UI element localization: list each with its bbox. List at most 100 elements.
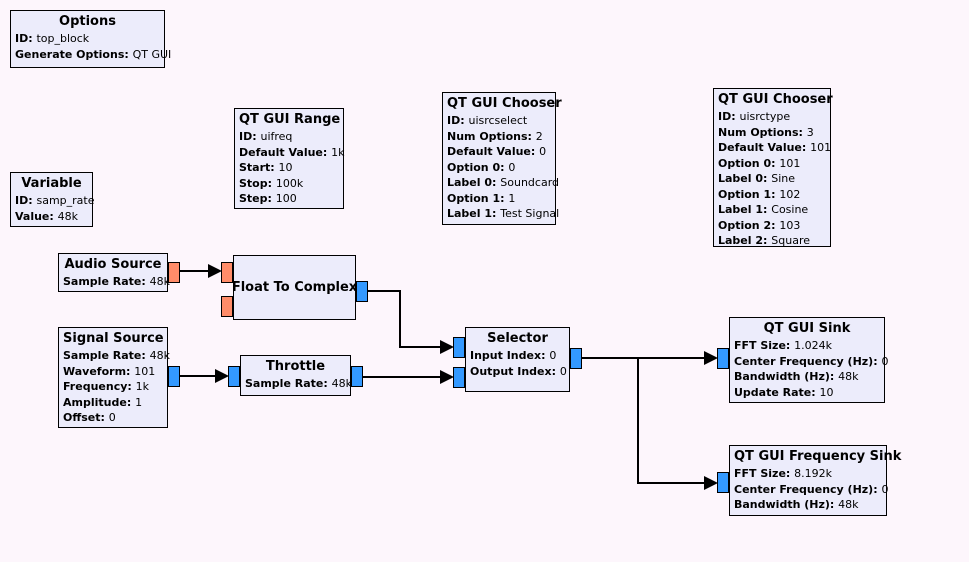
param-row: Num Options2	[447, 129, 551, 145]
block-title: Signal Source	[63, 331, 164, 346]
param-value: 1.024k	[794, 339, 833, 352]
param-label: Bandwidth (Hz)	[734, 498, 838, 511]
block-qt-gui-range[interactable]: QT GUI Range IDuifreq Default Value1k St…	[234, 108, 345, 209]
param-value: Square	[771, 234, 810, 247]
block-variable[interactable]: Variable IDsamp_rate Value48k	[10, 172, 94, 227]
port-selector-in1[interactable]	[453, 367, 465, 388]
param-label: ID	[447, 114, 468, 127]
param-row: IDuifreq	[239, 129, 339, 145]
param-value: 0	[559, 364, 567, 378]
param-row: IDuisrctype	[718, 109, 826, 125]
block-title: Throttle	[265, 359, 326, 374]
wire-selector-to-frequencysink[interactable]	[637, 482, 704, 484]
wire-selector-to-qtguisink[interactable]	[582, 357, 704, 359]
port-float-to-complex-out0[interactable]	[356, 281, 368, 302]
port-selector-in0[interactable]	[453, 337, 465, 358]
param-value: 3	[806, 125, 814, 139]
block-qt-gui-sink[interactable]: QT GUI Sink FFT Size1.024k Center Freque…	[729, 317, 889, 403]
param-label: ID	[15, 194, 36, 207]
param-value: 100	[275, 192, 297, 205]
port-qt-gui-sink-in0[interactable]	[717, 348, 729, 369]
port-selector-out0[interactable]	[570, 348, 582, 369]
param-value: 48k	[57, 209, 79, 223]
block-title: Float To Complex	[231, 279, 358, 295]
param-value: 103	[779, 218, 801, 232]
block-signal-source[interactable]: Signal Source Sample Rate48k Waveform101…	[58, 327, 170, 428]
port-float-to-complex-in0[interactable]	[221, 262, 233, 283]
param-value: 0	[549, 349, 557, 362]
wire-signalsource-to-throttle[interactable]	[179, 375, 215, 377]
port-qt-gui-frequency-sink-in0[interactable]	[717, 472, 729, 493]
param-row: FFT Size8.192k	[734, 466, 882, 482]
param-label: Center Frequency (Hz)	[734, 483, 881, 496]
arrowhead-icon	[704, 351, 718, 365]
param-row: Frequency1k	[63, 379, 163, 395]
param-row: Option 2103	[718, 218, 826, 234]
param-value: samp_rate	[36, 194, 95, 207]
param-value: 0	[881, 354, 889, 368]
block-title: Selector	[487, 331, 548, 346]
param-value: Test Signal	[500, 207, 560, 220]
block-title: QT GUI Sink	[763, 321, 851, 336]
block-audio-source[interactable]: Audio Source Sample Rate48k	[58, 253, 170, 292]
port-throttle-in0[interactable]	[228, 366, 240, 387]
wire-floattocomplex-to-selector[interactable]	[368, 290, 401, 292]
param-value: QT GUI	[132, 47, 172, 61]
param-row: Sample Rate48k	[63, 348, 170, 364]
param-value: 8.192k	[794, 467, 833, 480]
param-row: IDtop_block	[15, 31, 160, 47]
wire-selector-to-frequencysink[interactable]	[637, 357, 639, 484]
block-float-to-complex[interactable]: Float To Complex	[231, 255, 358, 320]
param-row: Stop100k	[239, 176, 339, 192]
param-label: Label 0	[447, 176, 500, 189]
param-value: Soundcard	[500, 176, 560, 189]
arrowhead-icon	[440, 340, 454, 354]
param-row: Sample Rate48k	[245, 376, 352, 392]
param-label: Amplitude	[63, 396, 135, 409]
block-options[interactable]: Options IDtop_block Generate OptionsQT G…	[10, 10, 171, 68]
param-value: 101	[134, 364, 156, 378]
port-float-to-complex-in1[interactable]	[221, 296, 233, 317]
param-value: 48k	[838, 498, 859, 511]
block-qt-gui-chooser-src[interactable]: QT GUI Chooser IDuisrcselect Num Options…	[442, 92, 562, 225]
param-label: Generate Options	[15, 48, 133, 61]
param-row: Center Frequency (Hz)0	[734, 482, 888, 498]
param-label: Stop	[239, 177, 276, 190]
wire-audio-to-floattocomplex[interactable]	[179, 270, 208, 272]
block-selector[interactable]: Selector Input Index0 Output Index0	[465, 327, 570, 392]
param-row: Update Rate10	[734, 385, 880, 401]
block-throttle[interactable]: Throttle Sample Rate48k	[240, 355, 352, 396]
param-label: Option 2	[718, 219, 779, 232]
wire-floattocomplex-to-selector[interactable]	[399, 346, 440, 348]
param-value: 1	[508, 191, 516, 205]
param-row: Default Value0	[447, 144, 551, 160]
param-row: Bandwidth (Hz)48k	[734, 497, 882, 513]
param-value: top_block	[36, 32, 90, 45]
param-row: Default Value101	[718, 140, 831, 156]
param-row: Start10	[239, 160, 339, 176]
param-row: IDuisrcselect	[447, 113, 551, 129]
param-value: 48k	[331, 377, 352, 390]
param-label: Start	[239, 161, 279, 174]
port-throttle-out0[interactable]	[351, 366, 363, 387]
param-row: Default Value1k	[239, 145, 345, 161]
param-label: Num Options	[447, 130, 536, 143]
param-label: FFT Size	[734, 467, 794, 480]
param-label: Option 1	[718, 188, 779, 201]
param-label: ID	[15, 32, 36, 45]
param-row: Label 0Soundcard	[447, 175, 559, 191]
port-audio-source-out0[interactable]	[168, 262, 180, 283]
param-row: Waveform101	[63, 364, 163, 380]
param-value: 2	[535, 129, 543, 143]
param-label: Default Value	[718, 141, 810, 154]
block-qt-gui-frequency-sink[interactable]: QT GUI Frequency Sink FFT Size8.192k Cen…	[729, 445, 901, 516]
block-qt-gui-chooser-type[interactable]: QT GUI Chooser IDuisrctype Num Options3 …	[713, 88, 833, 247]
param-label: ID	[718, 110, 739, 123]
wire-throttle-to-selector[interactable]	[363, 376, 440, 378]
param-row: IDsamp_rate	[15, 193, 94, 209]
arrowhead-icon	[215, 369, 229, 383]
param-value: Sine	[771, 172, 796, 185]
wire-floattocomplex-to-selector[interactable]	[399, 290, 401, 348]
param-label: Sample Rate	[63, 349, 150, 362]
